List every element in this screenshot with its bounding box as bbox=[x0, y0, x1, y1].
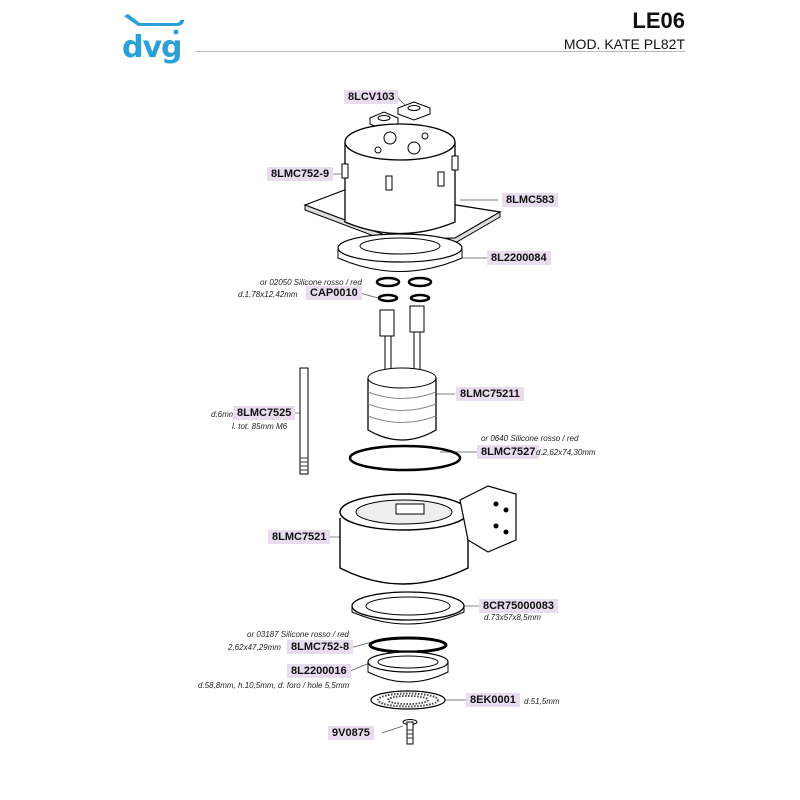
gasket-ring bbox=[351, 591, 465, 625]
model-subtitle: MOD. KATE PL82T bbox=[563, 36, 685, 52]
large-oring-size-note: d.2,62x74,30mm bbox=[536, 448, 596, 457]
screw bbox=[402, 719, 418, 745]
cap0010-material-note: or 02050 Silicone rosso / red bbox=[260, 278, 362, 287]
part-label-8l2200016: 8L2200016 bbox=[287, 664, 351, 678]
oring-03187-material-note: or 03187 Silicone rosso / red bbox=[247, 630, 349, 639]
part-label-8lmc75211: 8LMC75211 bbox=[456, 387, 524, 401]
small-group-o-ring bbox=[368, 636, 448, 654]
page-title: LE06 bbox=[632, 8, 685, 33]
shower-size-note: d.51,5mm bbox=[524, 697, 560, 706]
rod-length-note: l. tot. 85mm M6 bbox=[232, 422, 288, 431]
group-head-body bbox=[339, 485, 517, 585]
shower-screen bbox=[370, 690, 446, 710]
part-label-9v0875: 9V0875 bbox=[328, 726, 374, 740]
rod-diameter-note: d.6mm bbox=[211, 410, 236, 419]
large-oring-material-note: or 0640 Silicone rosso / red bbox=[481, 434, 579, 443]
part-label-8lmc7525: 8LMC7525 bbox=[233, 406, 296, 420]
boiler-body bbox=[341, 123, 459, 235]
part-label-8cr75000083: 8CR75000083 bbox=[479, 599, 558, 613]
part-label-8l2200084: 8L2200084 bbox=[487, 251, 551, 265]
dispersion-size-note: d.58,8mm, h.10,5mm, d. foro / hole 5,5mm bbox=[198, 681, 350, 690]
boiler-flange bbox=[337, 233, 463, 272]
large-o-ring bbox=[348, 444, 462, 472]
part-label-8lmc583: 8LMC583 bbox=[502, 193, 559, 207]
part-label-8ek0001: 8EK0001 bbox=[466, 693, 520, 707]
brand-logo-text: dvg bbox=[122, 30, 183, 65]
part-label-cap0010: CAP0010 bbox=[306, 286, 362, 300]
cap0010-size-note: d.1,78x12,42mm bbox=[238, 290, 298, 299]
part-label-8lcv103: 8LCV103 bbox=[344, 90, 399, 104]
small-o-rings bbox=[375, 276, 433, 303]
part-label-8lmc752-9: 8LMC752-9 bbox=[267, 167, 334, 181]
part-label-8lmc7521: 8LMC7521 bbox=[268, 530, 331, 544]
threaded-rod bbox=[299, 367, 309, 475]
part-label-8lmc7527: 8LMC7527 bbox=[477, 445, 540, 459]
dispersion-plate bbox=[367, 651, 449, 683]
header-divider bbox=[195, 51, 685, 52]
heating-element bbox=[367, 305, 437, 441]
gasket-size-note: d.73x57x8,5mm bbox=[484, 613, 541, 622]
dvg-logo-icon bbox=[124, 14, 184, 35]
oring-03187-size-note: 2,62x47,29mm bbox=[228, 643, 281, 652]
part-label-8lmc752-8: 8LMC752-8 bbox=[287, 640, 354, 654]
